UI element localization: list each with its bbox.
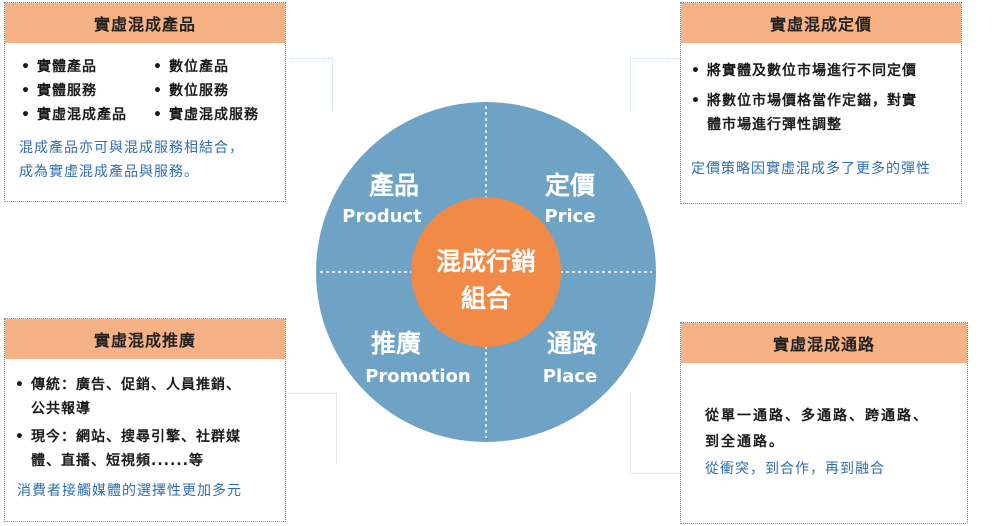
list-item: 將實體及數位市場進行不同定價 <box>689 59 953 83</box>
place-label-zh: 通路 <box>547 329 598 358</box>
list-item: 實虛混成服務 <box>151 103 259 127</box>
center-circle <box>411 197 561 347</box>
center-label-line1: 混成行銷 <box>436 247 536 276</box>
product-box-title: 實虛混成產品 <box>5 3 285 43</box>
price-label-en: Price <box>544 206 595 227</box>
list-item: 現今：網站、搜尋引擎、社群媒 體、直播、短視頻......等 <box>13 425 277 473</box>
marketing-mix-wheel: 混成行銷 組合 產品 Product 定價 Price 推廣 Promotion… <box>316 102 656 442</box>
place-label-en: Place <box>543 366 597 387</box>
center-label-line2: 組合 <box>461 284 512 313</box>
list-item: 實虛混成產品 <box>19 103 127 127</box>
connector-promotion <box>286 393 337 464</box>
product-note: 混成產品亦可與混成服務相結合， 成為實虛混成產品與服務。 <box>19 140 244 180</box>
product-label-en: Product <box>342 206 422 227</box>
place-box-title: 實虛混成通路 <box>681 323 967 363</box>
list-item: 實體產品 <box>19 55 127 79</box>
connector-place <box>630 393 681 474</box>
place-text: 從單一通路、多通路、跨通路、 到全通路。 <box>705 408 929 450</box>
promotion-box: 實虛混成推廣 傳統：廣告、促銷、人員推銷、 公共報導 現今：網站、搜尋引擎、社群… <box>4 318 286 522</box>
price-box-title: 實虛混成定價 <box>681 3 961 43</box>
list-item: 將數位市場價格當作定錨，對實 體市場進行彈性調整 <box>689 89 953 137</box>
price-box: 實虛混成定價 將實體及數位市場進行不同定價 將數位市場價格當作定錨，對實 體市場… <box>680 2 962 204</box>
promotion-label-zh: 推廣 <box>371 329 421 358</box>
product-list-col2: 數位產品 數位服務 實虛混成服務 <box>151 55 259 127</box>
connector-price <box>630 58 681 111</box>
price-label-zh: 定價 <box>545 171 596 200</box>
place-note: 從衝突，到合作，再到融合 <box>705 461 885 477</box>
promotion-list: 傳統：廣告、促銷、人員推銷、 公共報導 現今：網站、搜尋引擎、社群媒 體、直播、… <box>13 373 277 473</box>
list-item: 實體服務 <box>19 79 127 103</box>
list-item: 傳統：廣告、促銷、人員推銷、 公共報導 <box>13 373 277 421</box>
price-note: 定價策略因實虛混成多了更多的彈性 <box>691 161 931 177</box>
list-item: 數位服務 <box>151 79 259 103</box>
list-item: 數位產品 <box>151 55 259 79</box>
product-box: 實虛混成產品 實體產品 實體服務 實虛混成產品 數位產品 數位服務 實虛混成服務… <box>4 2 286 202</box>
promotion-label-en: Promotion <box>365 366 471 387</box>
connector-product <box>286 58 333 111</box>
promotion-box-title: 實虛混成推廣 <box>5 319 285 359</box>
product-list-col1: 實體產品 實體服務 實虛混成產品 <box>19 55 127 127</box>
product-label-zh: 產品 <box>369 171 419 200</box>
price-list: 將實體及數位市場進行不同定價 將數位市場價格當作定錨，對實 體市場進行彈性調整 <box>689 59 953 137</box>
place-box: 實虛混成通路 從單一通路、多通路、跨通路、 到全通路。 從衝突，到合作，再到融合 <box>680 322 968 524</box>
promotion-note: 消費者接觸媒體的選擇性更加多元 <box>17 483 242 499</box>
